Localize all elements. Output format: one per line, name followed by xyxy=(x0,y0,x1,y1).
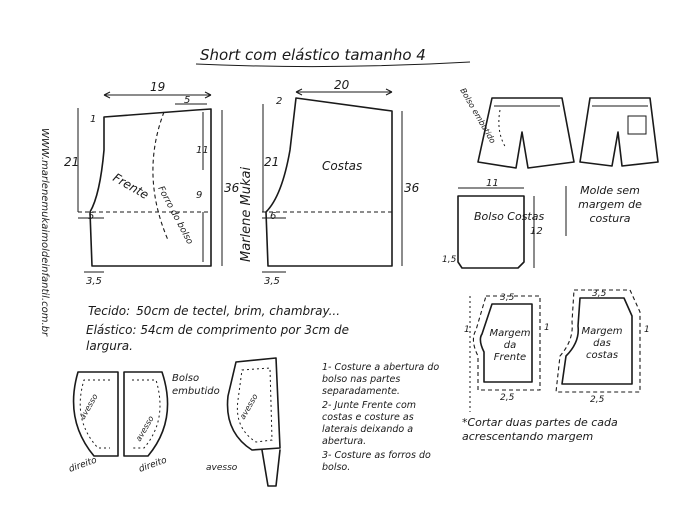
page-title: Short com elástico tamanho 4 xyxy=(200,46,426,64)
back-pocket-corner-label: 1,5 xyxy=(442,255,457,265)
pocket-lining-label: Forro do bolso xyxy=(155,185,194,247)
back-outline xyxy=(265,97,393,267)
front-width-label: 19 xyxy=(150,80,165,94)
pocket-side-avesso: avesso xyxy=(238,392,260,421)
front-leg-height-label: 9 xyxy=(196,190,202,201)
back-facing-bottom: 2,5 xyxy=(590,395,605,405)
front-facing-side: 1 xyxy=(544,323,550,333)
pocket-side-avesso-bottom: avesso xyxy=(206,463,238,473)
back-facing-piece: 3,5 2,5 1 Margem das costas xyxy=(555,289,650,405)
front-label: Frente xyxy=(111,170,152,202)
cut-note-text: *Cortar duas partes de cada acrescentand… xyxy=(462,416,618,443)
back-facing-outline xyxy=(561,297,633,385)
pocket-right-half xyxy=(123,371,169,457)
back-pocket-label: Bolso Costas xyxy=(474,210,544,223)
instruction-3: 3- Costure as forros do bolso. xyxy=(322,450,431,473)
pocket-direito-left: direito xyxy=(68,455,99,474)
back-view-shorts xyxy=(579,97,659,167)
back-pocket-outline xyxy=(457,195,525,269)
front-view-shorts xyxy=(477,97,575,169)
elastic-text: 54cm de comprimento por 3cm de largura. xyxy=(86,323,350,353)
pocket-diagram-label: Bolso embutido xyxy=(172,373,220,397)
back-crotch-height-label: 21 xyxy=(264,155,279,169)
back-top-offset-label: 2 xyxy=(276,96,282,107)
back-pattern-piece: 20 2 21 36 6 3,5 Costas xyxy=(262,78,420,287)
cut-note: *Cortar duas partes de cada acrescentand… xyxy=(462,416,618,443)
back-crotch-ext-label: 6 xyxy=(270,211,276,222)
back-pocket-width-label: 11 xyxy=(486,178,499,189)
back-facing-side: 1 xyxy=(644,325,650,335)
front-facing-label: Margem da Frente xyxy=(489,328,531,363)
back-width-label: 20 xyxy=(334,78,350,92)
pocket-left-half xyxy=(72,371,119,457)
elastic-line: Elástico: 54cm de comprimento por 3cm de… xyxy=(86,322,386,354)
materials: Tecido: 50cm de tectel, brim, chambray...… xyxy=(86,304,386,354)
instruction-1: 1- Costure a abertura do bolso nas parte… xyxy=(322,362,440,397)
fabric-line: Tecido: 50cm de tectel, brim, chambray... xyxy=(88,304,340,318)
back-label: Costas xyxy=(322,159,362,173)
front-facing-side-left: 1 xyxy=(464,325,470,335)
no-margin-note: Molde sem margem de costura xyxy=(565,184,642,236)
no-margin-text: Molde sem margem de costura xyxy=(578,184,642,225)
pocket-avesso-right: avesso xyxy=(134,414,156,443)
front-hem-ext-label: 3,5 xyxy=(86,276,102,287)
fabric-label: Tecido: xyxy=(88,304,130,318)
front-crotch-height-label: 21 xyxy=(64,155,79,169)
website-text: WWW.marlenemukaimoldeinfantil.com.br xyxy=(39,128,50,337)
front-facing-piece: 3,5 2,5 1 1 Margem da Frente xyxy=(464,293,550,412)
pocket-avesso-left: avesso xyxy=(78,392,100,421)
back-view-pocket xyxy=(627,115,647,135)
fabric-text: 50cm de tectel, brim, chambray... xyxy=(136,304,340,318)
pocket-direito-right: direito xyxy=(138,455,169,474)
front-outline xyxy=(89,108,212,267)
front-pattern-piece: 19 5 1 21 11 9 36 5 3,5 Frente Forro do … xyxy=(64,80,240,287)
front-facing-bottom: 2,5 xyxy=(500,393,515,403)
front-waist-rise-label: 5 xyxy=(184,95,190,106)
front-total-height-label: 36 xyxy=(224,181,240,195)
back-hem-ext-label: 3,5 xyxy=(264,276,280,287)
instructions-block: 1- Costure a abertura do bolso nas parte… xyxy=(322,362,440,473)
front-pocket-line xyxy=(152,111,169,241)
title-underline xyxy=(195,61,471,68)
pocket-diagram: avesso avesso direito direito Bolso embu… xyxy=(68,357,281,487)
instruction-2: 2- Junte Frente com costas e costure as … xyxy=(322,400,417,447)
front-side-height-label: 11 xyxy=(196,145,209,156)
pocket-side-view xyxy=(226,357,281,451)
front-top-offset-label: 1 xyxy=(90,114,96,125)
illustration-pocket-label: Bolso embutido xyxy=(458,87,497,146)
back-facing-label: Margem das costas xyxy=(581,326,623,361)
front-facing-top: 3,5 xyxy=(500,293,515,303)
back-pocket-piece: 11 12 1,5 Bolso Costas xyxy=(442,178,544,269)
back-total-height-label: 36 xyxy=(404,181,420,195)
shorts-illustration: Bolso embutido xyxy=(458,87,659,169)
elastic-label: Elástico: xyxy=(86,323,137,337)
signature-text: Marlene Mukai xyxy=(239,167,254,262)
front-crotch-ext-label: 5 xyxy=(88,211,94,222)
back-facing-top: 3,5 xyxy=(592,289,607,299)
back-pocket-height-label: 12 xyxy=(530,226,543,237)
front-facing-outline xyxy=(479,303,533,383)
